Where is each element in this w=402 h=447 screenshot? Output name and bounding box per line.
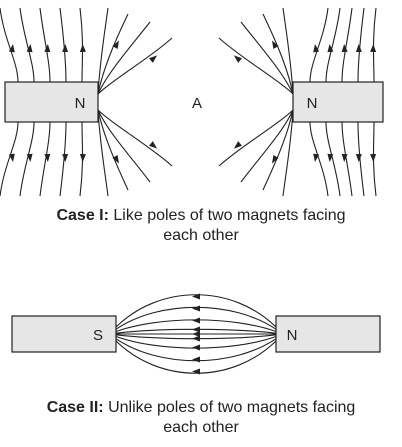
case1-left-fan-line — [97, 7, 109, 95]
case1-left-fan-line — [97, 21, 151, 95]
case1-left-top-line — [39, 7, 51, 83]
case2-caption-text: Unlike poles of two magnets facing — [108, 399, 356, 416]
case1-arrow — [26, 44, 33, 53]
case1-right-fan-line — [240, 109, 294, 183]
case1-arrow — [233, 141, 242, 149]
case2-field-lines — [115, 293, 277, 375]
case1-arrow — [112, 155, 119, 164]
case2-arrow — [192, 368, 200, 375]
case1-arrow — [149, 141, 158, 149]
case1-right-fan-line — [218, 37, 294, 95]
case1-right-fan-line — [218, 109, 294, 167]
case1-right-pole-label: N — [307, 95, 318, 112]
case1-arrow — [355, 44, 362, 53]
case1-right-top-line — [325, 7, 341, 83]
case1-field-lines — [0, 7, 377, 197]
case2-arrow — [192, 344, 200, 351]
case1-arrow — [272, 155, 279, 164]
case1-point-a-label: A — [192, 95, 202, 112]
case1-right-fan-line — [240, 21, 294, 95]
case1-arrow — [233, 55, 242, 63]
case1-left-pole-label: N — [75, 95, 86, 112]
case2-field-line — [115, 306, 277, 330]
case1-right-top-line — [309, 7, 329, 83]
case2-caption: Case II: Unlike poles of two magnets fac… — [0, 398, 402, 438]
case1-left-top-line — [19, 7, 35, 83]
case1-arrow — [79, 153, 86, 162]
case2-caption-line2: each other — [163, 419, 239, 436]
case2-arrow — [192, 326, 200, 333]
case1-arrow — [327, 44, 334, 53]
case1-arrow — [341, 44, 348, 53]
case1-right-magnet — [292, 81, 384, 123]
case2-field-line — [115, 294, 277, 328]
case1-arrow — [149, 55, 158, 63]
case1-left-bottom-line — [19, 121, 35, 197]
case2-arrow — [192, 331, 200, 337]
case1-left-fan-line — [97, 109, 173, 167]
case1-arrow — [112, 40, 119, 49]
case1-arrow — [62, 44, 69, 53]
case2-left-magnet — [11, 315, 117, 353]
case2-field-line — [115, 340, 277, 374]
case1-right-bottom-line — [309, 121, 329, 197]
case1-left-fan-line — [97, 109, 129, 191]
case1-arrow — [26, 153, 33, 162]
case1-right-fan-line — [262, 13, 294, 95]
case2-left-pole-label: S — [93, 327, 103, 344]
case1-arrow — [370, 44, 377, 53]
case1-arrow — [8, 44, 15, 53]
case2-caption-line1: Case II: Unlike poles of two magnets fac… — [0, 398, 402, 418]
case1-arrow — [327, 153, 334, 162]
case1-arrow — [8, 153, 15, 162]
case1-right-top-line — [341, 7, 353, 83]
case1-left-magnet — [4, 81, 99, 123]
case1-right-fan-line — [282, 7, 294, 95]
case1-right-fan-line — [282, 109, 294, 197]
case2-right-magnet — [275, 315, 381, 353]
case2-arrow — [192, 305, 200, 312]
case1-left-fan-line — [97, 37, 173, 95]
case1-arrow — [370, 153, 377, 162]
case2-arrow — [192, 356, 200, 363]
case1-caption-line2: each other — [163, 227, 239, 244]
case1-arrow — [313, 153, 320, 162]
case1-arrow — [355, 153, 362, 162]
case1-caption-text: Like poles of two magnets facing — [113, 207, 346, 224]
case1-caption-bold: Case I: — [56, 207, 109, 224]
case1-left-fan-line — [97, 109, 109, 197]
case1-caption-line1: Case I: Like poles of two magnets facing — [0, 206, 402, 226]
case1-left-bottom-line — [0, 121, 19, 197]
case1-arrow — [313, 44, 320, 53]
case1-arrow — [79, 44, 86, 53]
case2-arrow — [192, 335, 200, 342]
case1-left-fan-line — [97, 109, 151, 183]
case1-right-fan-line — [262, 109, 294, 191]
case1-arrow — [272, 40, 279, 49]
case2-arrow — [192, 293, 200, 300]
case1-right-top-line — [372, 7, 377, 83]
case2-arrow — [192, 317, 200, 324]
case1-arrow — [341, 153, 348, 162]
case1-left-top-line — [79, 7, 84, 83]
case2-right-pole-label: N — [287, 327, 298, 344]
case1-left-fan-line — [97, 13, 129, 95]
case1-arrow — [44, 44, 51, 53]
case1-left-top-line — [0, 7, 19, 83]
case1-right-bottom-line — [325, 121, 341, 197]
case2-field-line — [115, 338, 277, 362]
case1-caption: Case I: Like poles of two magnets facing… — [0, 206, 402, 246]
case1-arrow — [44, 153, 51, 162]
case1-arrow — [62, 153, 69, 162]
case2-caption-bold: Case II: — [46, 399, 104, 416]
